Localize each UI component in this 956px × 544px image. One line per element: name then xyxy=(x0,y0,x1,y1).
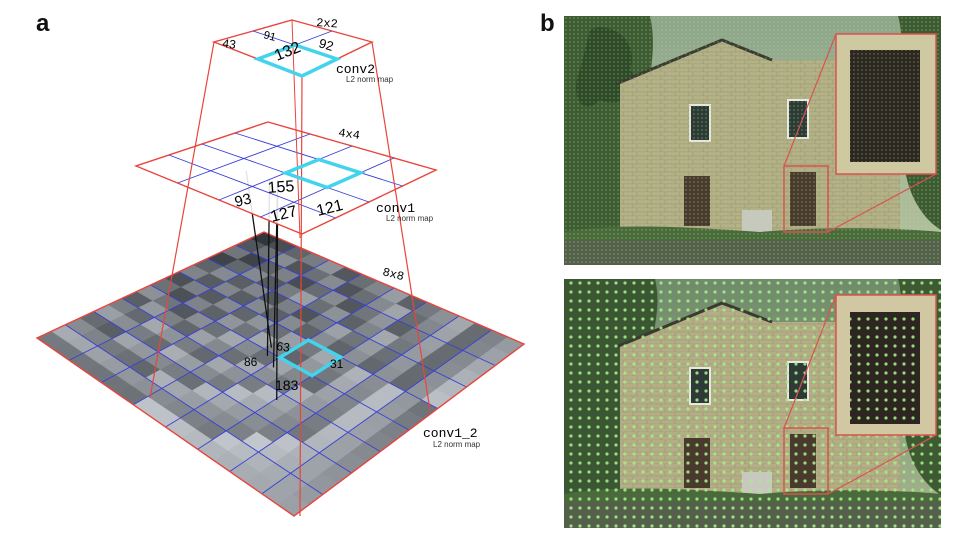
pyramid-edge xyxy=(299,75,303,517)
panel-a-pyramid: 43 91 132 92 2x2 conv2 L2 norm map 155 9… xyxy=(35,16,526,517)
conv1-2-value: 183 xyxy=(275,377,299,393)
conv1-2-highlight-cell xyxy=(276,338,345,378)
conv2-value: 43 xyxy=(222,36,237,52)
panel-b-label: b xyxy=(540,10,555,37)
conv1-plane xyxy=(133,121,438,235)
zoom-source-frame xyxy=(783,427,829,495)
connector-line xyxy=(276,197,279,400)
grid-line xyxy=(168,154,336,219)
grid-line xyxy=(93,311,352,474)
conv1-2-heatmap xyxy=(36,231,525,517)
pyramid-edge xyxy=(149,41,215,399)
pyramid-edge xyxy=(371,41,431,411)
zoom-source-frame xyxy=(783,165,829,233)
conv1-2-value: 31 xyxy=(330,357,344,371)
grid-line xyxy=(121,297,381,452)
conv1-2-grid-size: 8x8 xyxy=(381,265,405,284)
conv2-value: 91 xyxy=(262,29,277,44)
conv1-grid-size: 4x4 xyxy=(337,126,360,143)
conv2-layer-name: conv2 xyxy=(336,62,375,77)
panel-a-label: a xyxy=(36,10,50,37)
building-photo-bottom xyxy=(564,279,941,528)
conv2-highlight-cell xyxy=(253,43,342,78)
grid-line xyxy=(65,324,323,495)
conv1-layer-name: conv1 xyxy=(376,201,415,216)
zoom-inset-frame xyxy=(835,33,937,175)
panel-b-photos xyxy=(564,16,941,528)
conv1-2-outline xyxy=(35,231,526,517)
conv1-value: 93 xyxy=(233,190,253,211)
conv1-2-value: 63 xyxy=(276,339,291,355)
conv1-value: 127 xyxy=(269,203,299,226)
conv2-value: 92 xyxy=(317,35,335,53)
conv1-value: 121 xyxy=(315,197,345,220)
conv2-layer-subtitle: L2 norm map xyxy=(346,75,394,84)
building-photo-top xyxy=(564,16,941,265)
conv2-grid-size: 2x2 xyxy=(316,16,339,31)
pyramid-edge xyxy=(291,19,301,239)
conv1-2-value: 86 xyxy=(244,355,258,369)
conv1-2-layer-name: conv1_2 xyxy=(423,426,478,441)
conv1-2-layer-subtitle: L2 norm map xyxy=(433,440,481,449)
conv1-layer-subtitle: L2 norm map xyxy=(386,214,434,223)
conv1-value: 155 xyxy=(267,178,295,197)
pyramid-edges xyxy=(149,19,431,517)
zoom-inset-frame xyxy=(835,294,937,436)
conv1-highlight-cell xyxy=(280,157,366,190)
grid-line xyxy=(229,315,460,472)
